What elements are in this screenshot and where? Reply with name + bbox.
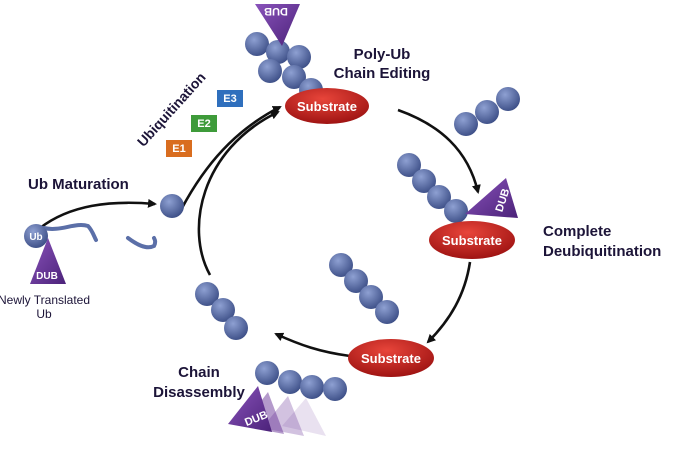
dub-triangle [465,178,518,218]
ubiquitin-bead [258,59,282,83]
e1-label: E1 [172,143,185,155]
arrow-disassembly [274,332,351,358]
label-poly-ub-line2: Chain Editing [334,65,431,82]
ubiquitin-bead [287,45,311,69]
dub-label: DUB [36,271,58,282]
ubiquitin-bead [323,377,347,401]
ubiquitin-bead [278,370,302,394]
label-newly-translated-line1: Newly Translated [0,293,90,307]
disassembly-dubs: DUB [228,386,326,436]
ub-precursor: Ub [24,223,98,248]
cycle-arrows [39,105,481,358]
label-complete-line2: Deubiquitination [543,243,661,260]
enzyme-e2: E2 [191,115,217,132]
disassembly-chain [255,361,347,401]
ubiquitin-bead [245,32,269,56]
label-chain-line1: Chain [178,364,220,381]
ub-tail [42,223,98,242]
ubiquitin-bead [496,87,520,111]
label-newly-translated-line2: Ub [36,307,52,321]
substrate-top: Substrate [285,88,369,124]
label-ubiquitination: Ubiquitination [134,69,209,150]
ubiquitin-bead [255,361,279,385]
ubiquitin-bead [329,253,353,277]
e3-label: E3 [223,93,236,105]
substrate-right: Substrate [429,221,515,259]
ubiquitin-bead [266,40,290,64]
free-chain-left [195,282,248,340]
label-complete-line1: Complete [543,223,611,240]
top-dub: DUB [255,4,300,46]
ubiquitin-bead [444,199,468,223]
ubiquitin-bead [224,316,248,340]
arrow-deubiquitination [426,261,472,344]
ubiquitin-bead [195,282,219,306]
right-dub: DUB [465,178,518,218]
dub-ghost-triangle [282,398,326,436]
dub-triangle [255,4,300,46]
dub-label: DUB [264,5,288,17]
ubiquitin-bead [375,300,399,324]
arrow-editing [397,108,481,194]
ubiquitin-bead [454,112,478,136]
left-dub: DUB [30,238,66,284]
ub-label: Ub [29,232,42,243]
ubiquitin-bead [282,65,306,89]
arrow-ubiquitination [180,105,282,209]
substrate-label: Substrate [361,351,421,366]
ubiquitin-bead [427,185,451,209]
mature-ub [160,194,184,218]
ubiquitin-bead [24,224,48,248]
label-chain-line2: Disassembly [153,384,245,401]
right-polyub-chain [397,153,468,223]
ubiquitin-bead [211,298,235,322]
ubiquitin-bead [160,194,184,218]
substrate-label: Substrate [297,99,357,114]
released-chain-top [454,87,520,136]
substrate-bottom: Substrate [348,339,434,377]
dub-triangle [228,386,272,432]
substrate-label: Substrate [442,233,502,248]
released-chain-middle [329,253,399,324]
ubiquitin-bead [359,285,383,309]
ubiquitin-bead [344,269,368,293]
dub-triangle [30,238,66,284]
label-poly-ub-line1: Poly-Ub [354,46,411,63]
enzyme-e3: E3 [217,90,243,107]
ubiquitin-bead [475,100,499,124]
arrow-maturation [39,198,157,230]
label-ub-maturation: Ub Maturation [28,176,129,193]
ubiquitin-bead [397,153,421,177]
arrow-recycle [197,110,280,276]
ubiquitin-bead [412,169,436,193]
cleaved-tail [126,236,158,250]
e2-label: E2 [197,118,210,130]
ubiquitin-bead [300,375,324,399]
enzyme-e1: E1 [166,140,192,157]
